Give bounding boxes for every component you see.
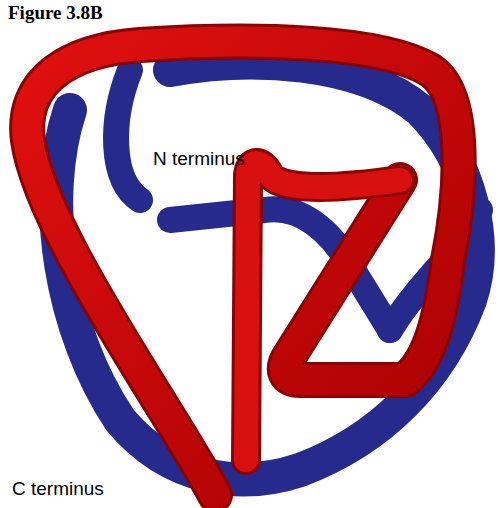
figure-title: Figure 3.8B: [8, 2, 103, 24]
terminus-label: N terminus: [153, 148, 245, 170]
blue-chain: [56, 63, 480, 480]
red-chain: [27, 42, 458, 495]
terminus-label: C terminus: [12, 478, 104, 500]
